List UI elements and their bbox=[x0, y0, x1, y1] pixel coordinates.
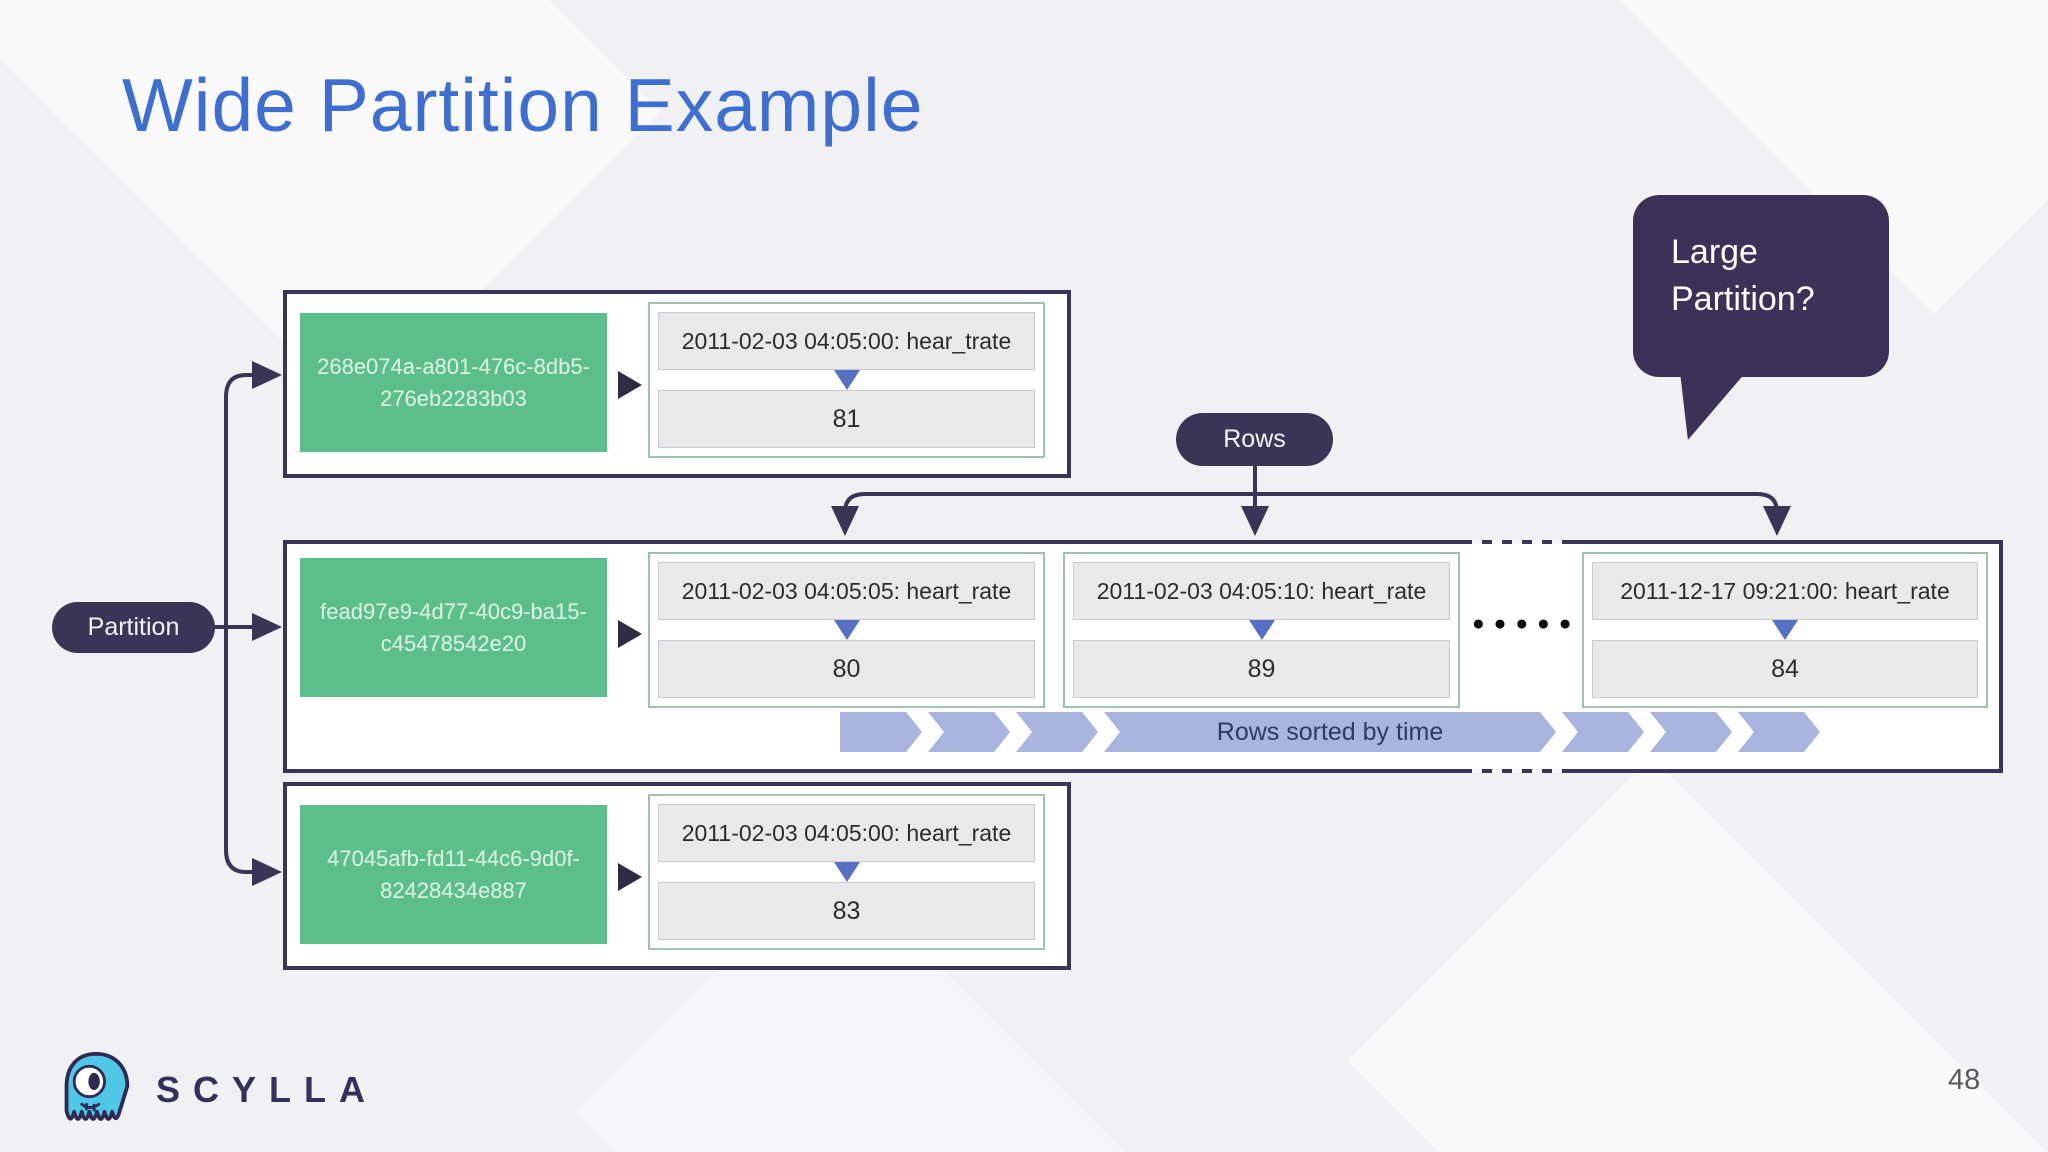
chevron-icon bbox=[928, 712, 1010, 752]
rows-sorted-band: Rows sorted by time bbox=[840, 712, 1820, 752]
page-title: Wide Partition Example bbox=[122, 63, 924, 147]
down-marker-icon bbox=[1248, 620, 1275, 640]
down-marker-icon bbox=[833, 862, 860, 882]
down-marker-icon bbox=[1772, 620, 1798, 640]
page-number: 48 bbox=[1948, 1064, 1981, 1096]
arrow-right-icon bbox=[618, 371, 642, 399]
background-shape bbox=[1347, 756, 2048, 1152]
chevron-icon bbox=[1016, 712, 1098, 752]
dashed-border-gap bbox=[1462, 540, 1568, 544]
brand-lockup: SCYLLA bbox=[58, 1050, 378, 1130]
down-marker-icon bbox=[833, 370, 860, 390]
row-cell: 2011-12-17 09:21:00: heart_rate 84 bbox=[1582, 552, 1988, 708]
row-cell: 2011-02-03 04:05:10: heart_rate 89 bbox=[1063, 552, 1460, 708]
cell-timestamp: 2011-02-03 04:05:00: heart_rate bbox=[658, 804, 1035, 862]
row-cell: 2011-02-03 04:05:00: heart_rate 83 bbox=[648, 794, 1045, 950]
row-cell: 2011-02-03 04:05:00: hear_trate 81 bbox=[648, 302, 1045, 458]
cell-timestamp: 2011-12-17 09:21:00: heart_rate bbox=[1592, 562, 1978, 620]
cell-timestamp: 2011-02-03 04:05:05: heart_rate bbox=[658, 562, 1035, 620]
partition-row-2: fead97e9-4d77-40c9-ba15- c45478542e20 20… bbox=[283, 540, 2003, 773]
partition-key: fead97e9-4d77-40c9-ba15- c45478542e20 bbox=[300, 558, 607, 697]
partition-row-1: 268e074a-a801-476c-8db5- 276eb2283b03 20… bbox=[283, 290, 1071, 478]
cell-value: 89 bbox=[1073, 640, 1450, 698]
partition-row-3: 47045afb-fd11-44c6-9d0f- 82428434e887 20… bbox=[283, 782, 1071, 970]
scylla-mascot-icon bbox=[64, 1051, 130, 1121]
cell-value: 80 bbox=[658, 640, 1035, 698]
chevron-icon bbox=[1738, 712, 1820, 752]
dashed-border-gap bbox=[1462, 769, 1568, 773]
callout-tail-icon bbox=[1680, 372, 1746, 440]
large-partition-callout: Large Partition? bbox=[1633, 195, 1889, 377]
cell-timestamp: 2011-02-03 04:05:00: hear_trate bbox=[658, 312, 1035, 370]
cell-value: 81 bbox=[658, 390, 1035, 448]
chevron-icon bbox=[840, 712, 922, 752]
brand-name: SCYLLA bbox=[156, 1069, 378, 1110]
row-cell: 2011-02-03 04:05:05: heart_rate 80 bbox=[648, 552, 1045, 708]
down-marker-icon bbox=[833, 620, 860, 640]
arrow-right-icon bbox=[618, 620, 642, 648]
chevron-icon bbox=[1562, 712, 1644, 752]
partition-label-pill: Partition bbox=[52, 602, 215, 653]
cell-value: 83 bbox=[658, 882, 1035, 940]
partition-key: 47045afb-fd11-44c6-9d0f- 82428434e887 bbox=[300, 805, 607, 944]
rows-sorted-label: Rows sorted by time bbox=[1104, 712, 1556, 752]
partition-key: 268e074a-a801-476c-8db5- 276eb2283b03 bbox=[300, 313, 607, 452]
cell-timestamp: 2011-02-03 04:05:10: heart_rate bbox=[1073, 562, 1450, 620]
chevron-icon bbox=[1650, 712, 1732, 752]
rows-label-pill: Rows bbox=[1176, 413, 1333, 466]
cell-value: 84 bbox=[1592, 640, 1978, 698]
arrow-right-icon bbox=[618, 863, 642, 891]
ellipsis-dots: ●●●●● bbox=[1472, 612, 1581, 635]
